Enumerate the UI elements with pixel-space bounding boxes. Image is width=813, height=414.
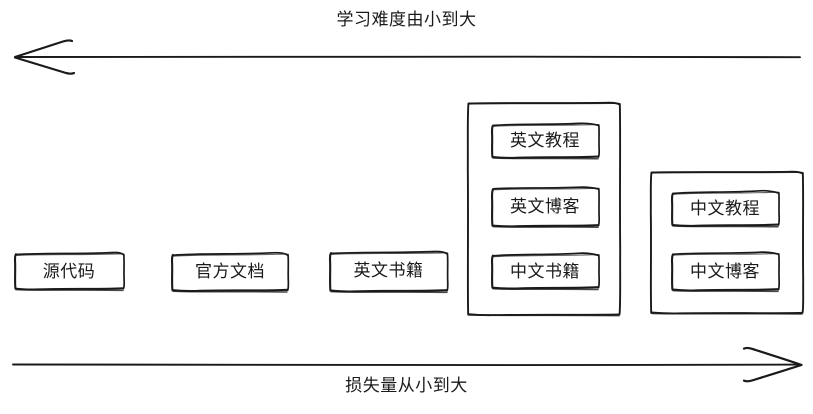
node-box-english-tutorial[interactable] xyxy=(490,122,601,160)
node-box-chinese-tutorial[interactable] xyxy=(670,189,781,228)
node-chinese-tutorial[interactable] xyxy=(671,190,779,225)
node-english-blog[interactable] xyxy=(491,187,599,226)
left-arrowhead-icon xyxy=(13,39,74,59)
node-box-source-code[interactable] xyxy=(13,251,126,292)
node-box-english-books[interactable] xyxy=(328,250,449,294)
node-box-official-docs[interactable] xyxy=(170,251,290,293)
node-source-code[interactable] xyxy=(14,252,124,290)
difficulty-axis-label: 学习难度由小到大 xyxy=(336,10,477,29)
english-group[interactable] xyxy=(466,101,622,317)
difficulty-axis xyxy=(13,39,801,75)
loss-axis-label: 损失量从小到大 xyxy=(345,376,468,395)
node-official-docs[interactable] xyxy=(171,252,289,290)
node-english-tutorial[interactable] xyxy=(491,123,599,158)
node-chinese-blog[interactable] xyxy=(671,252,779,290)
node-box-chinese-books[interactable] xyxy=(490,252,601,291)
node-box-chinese-blog[interactable] xyxy=(670,251,781,293)
node-chinese-books[interactable] xyxy=(491,253,599,289)
loss-axis xyxy=(12,346,803,383)
chinese-group[interactable] xyxy=(649,170,805,315)
node-box-english-blog[interactable] xyxy=(490,186,601,229)
right-arrowhead-icon xyxy=(742,346,803,366)
node-english-books[interactable] xyxy=(329,251,448,290)
